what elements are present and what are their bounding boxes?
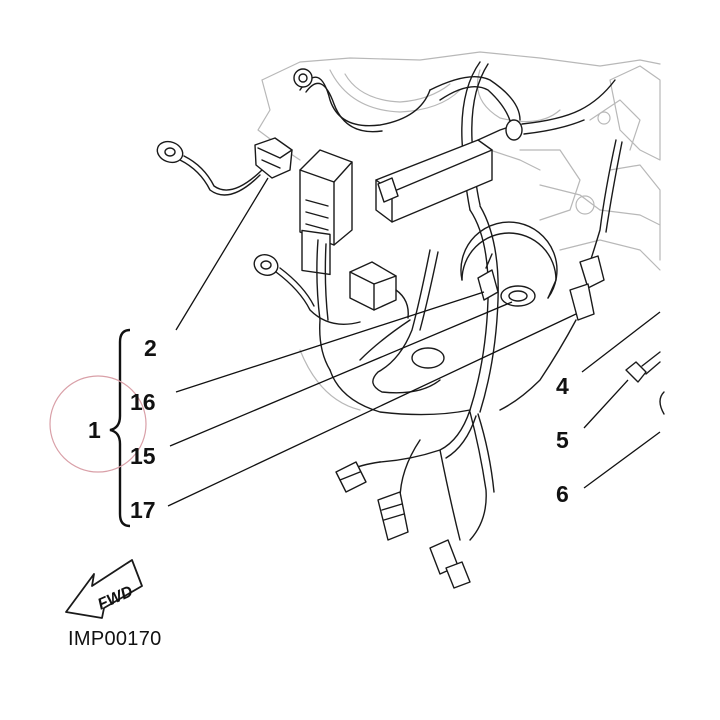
ground-ring-terminal-upper: [156, 140, 263, 196]
diagnostic-connector: [375, 79, 616, 223]
callout-17: 17: [130, 497, 156, 523]
engine-block-outline: [257, 51, 661, 411]
callout-16: 16: [130, 389, 156, 415]
group-brace: [109, 328, 131, 528]
relay-connector: [349, 261, 409, 319]
callout-6: 6: [556, 481, 569, 507]
annotation-circle: [49, 375, 147, 473]
ground-ring-terminal-lower: [253, 254, 361, 325]
callout-4: 4: [556, 373, 569, 399]
callout-group-1: 1: [88, 417, 101, 443]
lower-connectors: [335, 439, 471, 589]
fwd-arrow: FWD: [65, 559, 143, 619]
main-multipin-connector: [299, 149, 353, 371]
upper-harness: [293, 61, 521, 211]
leader-lines: [167, 177, 661, 507]
harness-trunk: [329, 205, 499, 541]
clip-part: [659, 391, 665, 415]
sensor-connector-right: [499, 139, 623, 411]
callout-2: 2: [144, 335, 157, 361]
callout-15: 15: [130, 443, 156, 469]
reference-code: IMP00170: [68, 628, 162, 650]
sensor-detail-circle: [460, 221, 558, 307]
fuse-connector: [254, 137, 293, 179]
bolt-part: [625, 351, 661, 383]
callout-5: 5: [556, 427, 569, 453]
